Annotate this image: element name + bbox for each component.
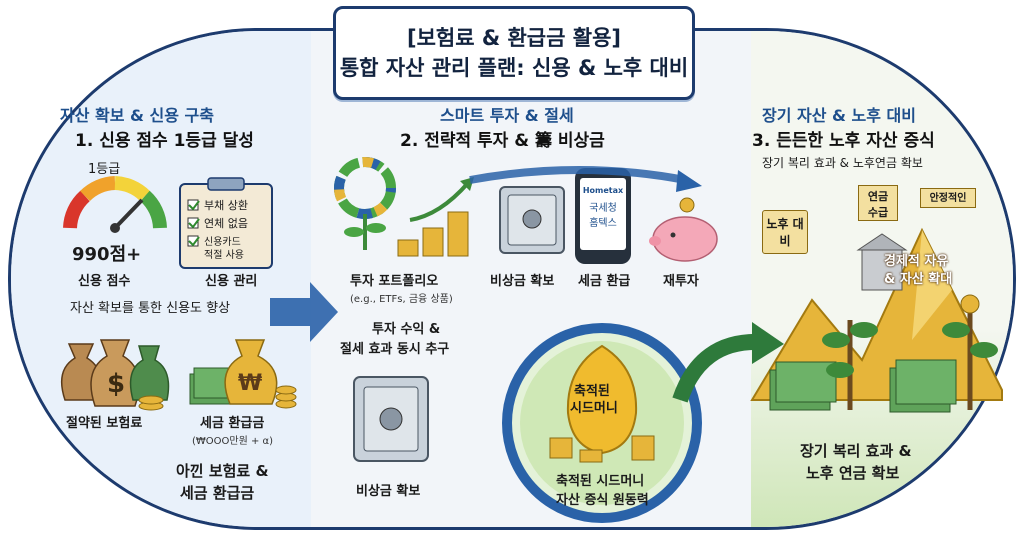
cash-bag-icon: ₩ <box>189 339 297 409</box>
phone-brand: Hometax <box>582 186 624 195</box>
coin-stacks-icon <box>397 211 469 257</box>
tax-refund-middle-label: 세금 환급 <box>578 274 631 289</box>
seed-caption-2: 자산 증식 원동력 <box>556 493 649 508</box>
right-bottom-line-1: 장기 복리 효과 & <box>800 442 912 460</box>
hometax-phone-icon: Hometax 국세청 홈텍스 <box>575 168 631 264</box>
checklist-item-4: 적절 사용 <box>204 250 244 261</box>
title-line-2: 통합 자산 관리 플랜: 신용 & 노후 대비 <box>339 56 689 80</box>
mountain-text-1: 경제적 자유 <box>884 254 949 269</box>
portfolio-label: 투자 포트폴리오 <box>350 274 439 289</box>
credit-score-caption: 신용 점수 <box>78 274 131 289</box>
right-caption: 장기 복리 효과 & 노후연금 확보 <box>762 156 923 170</box>
title-box: [보험료 & 환급금 활용] 통합 자산 관리 플랜: 신용 & 노후 대비 <box>333 6 695 100</box>
credit-score-value: 990점+ <box>72 244 142 265</box>
seed-inner-2: 시드머니 <box>570 401 618 416</box>
flag-2b-text: 수급 <box>867 206 889 219</box>
safe-icon-2 <box>353 376 429 462</box>
saved-premium-label: 절약된 보험료 <box>66 416 143 431</box>
credit-summary: 자산 확보를 통한 신용도 향상 <box>70 301 231 316</box>
credit-gauge-icon <box>63 176 167 233</box>
phone-text-1: 국세청 <box>589 203 617 214</box>
flow-arrow-icon <box>270 282 338 342</box>
flag-2a-text: 연금 <box>867 190 889 203</box>
dollar-sign: $ <box>107 369 125 399</box>
clipboard-icon <box>179 177 273 269</box>
seed-inner-1: 축적된 <box>574 384 610 399</box>
flag-3-text: 안정적인 <box>929 193 967 204</box>
mountain-text-2: & 자산 확대 <box>884 272 953 287</box>
flag-stable: 안정적인 <box>920 188 976 208</box>
emergency-fund-label: 비상금 확보 <box>490 274 555 289</box>
emergency-fund-label-2: 비상금 확보 <box>356 484 421 499</box>
safe-icon <box>499 186 565 254</box>
flag-1-text: 노후 대비 <box>766 217 804 248</box>
goal-line-1: 투자 수익 & <box>372 322 441 337</box>
tax-refund-label: 세금 환급금 <box>200 416 265 431</box>
flag-pension: 연금 수급 <box>858 185 898 221</box>
growth-arrow-green-icon <box>672 322 784 403</box>
tax-refund-amount: (₩OOO만원 + α) <box>192 436 274 447</box>
title-line-1: [보험료 & 환급금 활용] <box>406 25 621 50</box>
piggy-bank-icon <box>649 197 718 262</box>
portfolio-sub: (e.g., ETFs, 금융 상품) <box>350 294 453 305</box>
left-heading: 자산 확보 & 신용 구축 <box>60 106 214 125</box>
right-heading: 장기 자산 & 노후 대비 <box>762 106 916 125</box>
left-bottom-line-1: 아낀 보험료 & <box>176 462 269 480</box>
checklist-item-3: 신용카드 <box>204 237 241 248</box>
seed-caption-1: 축적된 시드머니 <box>556 474 645 489</box>
middle-heading: 스마트 투자 & 절세 <box>440 106 574 125</box>
goal-line-2: 절세 효과 동시 추구 <box>340 342 450 357</box>
panel-credit <box>11 31 311 527</box>
seed-money-icon <box>502 323 702 523</box>
right-bottom-line-2: 노후 연금 확보 <box>806 464 900 482</box>
flag-retirement: 노후 대비 <box>762 210 808 254</box>
left-subheading: 1. 신용 점수 1등급 달성 <box>75 131 254 151</box>
top-flow-arrow-icon <box>469 166 702 192</box>
left-bottom-line-2: 세금 환급금 <box>180 484 255 502</box>
money-bag-icon: $ <box>60 339 170 411</box>
middle-subheading: 2. 전략적 투자 & 籌 비상금 <box>400 131 605 151</box>
reinvest-label: 재투자 <box>663 274 699 289</box>
money-tree-icon <box>769 294 998 413</box>
checklist-item-1: 부채 상환 <box>204 199 248 212</box>
grade-label: 1등급 <box>88 162 121 177</box>
checklist-item-2: 연체 없음 <box>204 217 248 230</box>
phone-text-2: 홈텍스 <box>589 218 617 229</box>
right-subheading: 3. 든든한 노후 자산 증식 <box>752 131 935 151</box>
mountain-icon <box>750 227 1003 401</box>
portfolio-plant-icon <box>334 157 396 250</box>
credit-management-caption: 신용 관리 <box>205 274 258 289</box>
won-sign: ₩ <box>238 371 262 396</box>
